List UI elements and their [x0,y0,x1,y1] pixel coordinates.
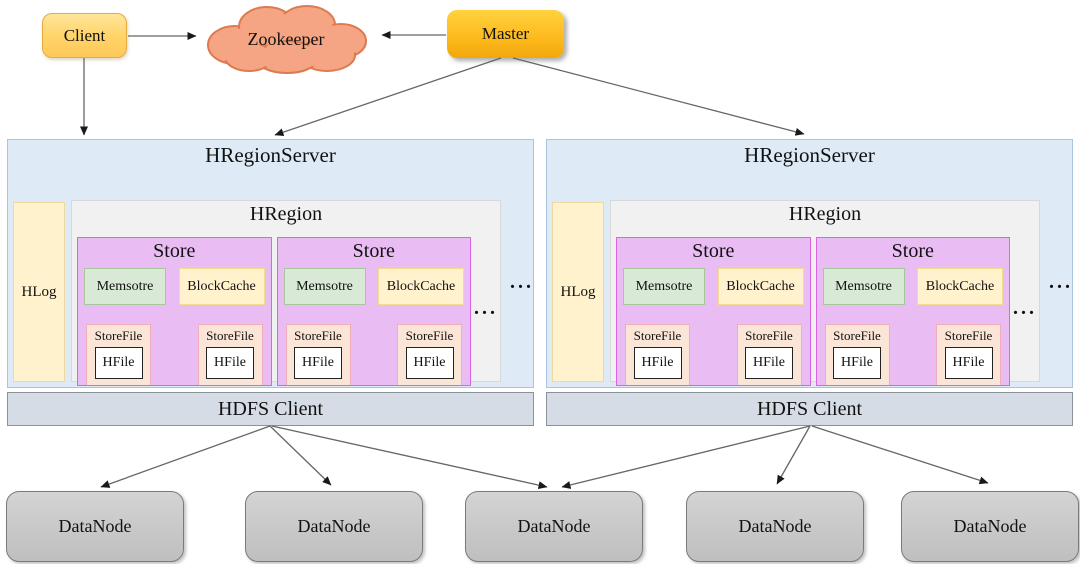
edge-hdfs1-datanode3 [271,425,548,490]
store-1: Store Memsotre BlockCache StoreFile HFil… [616,237,811,386]
memstore-box: Memsotre [283,268,366,305]
datanode-5: DataNode [901,491,1079,562]
store-2: Store Memsotre BlockCache StoreFile HFil… [276,237,471,386]
hdfs-client-1: HDFS Client [7,392,534,426]
hfile-box: HFile [633,347,682,379]
more-stores-ellipsis: ... [1013,297,1037,319]
hlog-label: HLog [21,283,57,300]
hfile-box: HFile [206,347,254,379]
storefile-label: StoreFile [944,328,993,343]
more-regions-ellipsis: ... [510,271,534,293]
hlog-label: HLog [560,283,596,300]
edge-master-hregionserver2 [512,57,805,136]
storefile-box: StoreFile HFile [736,324,802,385]
client-label: Client [63,25,106,45]
blockcache-box: BlockCache [917,268,1003,305]
store-1: Store Memsotre BlockCache StoreFile HFil… [77,237,272,386]
storefile-box: StoreFile HFile [285,324,351,385]
storefile-box: StoreFile HFile [625,324,690,385]
hregionserver-1-title: HRegionServer [205,143,336,167]
more-regions-ellipsis: ... [1049,271,1073,293]
blockcache-box: BlockCache [378,268,464,305]
storefile-label: StoreFile [833,328,881,343]
cloud-icon: Zookeeper [207,5,367,74]
hregionserver-1: HRegionServer HLog HRegion Store Memsotr… [7,139,534,388]
hfile-box: HFile [833,347,881,379]
datanode-2: DataNode [245,491,423,562]
edge-hdfs2-datanode4 [776,425,811,485]
datanode-4: DataNode [686,491,864,562]
memstore-box: Memsotre [84,268,166,305]
memstore-box: Memsotre [623,268,705,305]
edge-hdfs1-datanode2 [269,425,332,486]
master-node: Master [447,10,564,58]
storefile-box: StoreFile HFile [397,324,462,385]
blockcache-box: BlockCache [717,268,804,305]
edge-hdfs2-datanode3 [561,425,811,489]
hfile-box: HFile [405,347,454,379]
store-title: Store [891,240,934,262]
store-2: Store Memsotre BlockCache StoreFile HFil… [815,237,1010,386]
store-group: Store Memsotre BlockCache StoreFile HFil… [616,237,1010,386]
master-label: Master [481,24,530,43]
hfile-box: HFile [944,347,993,379]
zookeeper-label: Zookeeper [248,29,325,49]
storefile-label: StoreFile [94,328,143,343]
edge-hdfs2-datanode5 [811,425,989,485]
datanode-1: DataNode [6,491,184,562]
storefile-label: StoreFile [633,328,682,343]
store-title: Store [153,240,196,262]
hfile-box: HFile [745,347,793,379]
client-node: Client [42,13,127,58]
datanode-3: DataNode [465,491,643,562]
store-title: Store [692,240,735,262]
memstore-box: Memsotre [822,268,905,305]
hregionserver-2: HRegionServer HLog HRegion Store Memsotr… [546,139,1073,388]
store-title: Store [352,240,395,262]
storefile-box: StoreFile HFile [824,324,890,385]
store-group: Store Memsotre BlockCache StoreFile HFil… [77,237,471,386]
storefile-label: StoreFile [294,328,342,343]
storefile-label: StoreFile [405,328,454,343]
storefile-box: StoreFile HFile [936,324,1001,385]
blockcache-box: BlockCache [178,268,265,305]
hdfs-client-2: HDFS Client [546,392,1073,426]
hfile-box: HFile [294,347,342,379]
hregion-title: HRegion [788,203,862,225]
hregionserver-2-title: HRegionServer [744,143,875,167]
storefile-label: StoreFile [745,328,793,343]
more-stores-ellipsis: ... [474,297,498,319]
hfile-box: HFile [94,347,143,379]
hlog-box: HLog [552,202,604,382]
hregion-title: HRegion [249,203,323,225]
hlog-box: HLog [13,202,65,382]
edge-hdfs1-datanode1 [100,425,271,488]
storefile-box: StoreFile HFile [86,324,151,385]
storefile-box: StoreFile HFile [197,324,263,385]
zookeeper-node: Zookeeper [195,1,377,79]
storefile-label: StoreFile [206,328,254,343]
